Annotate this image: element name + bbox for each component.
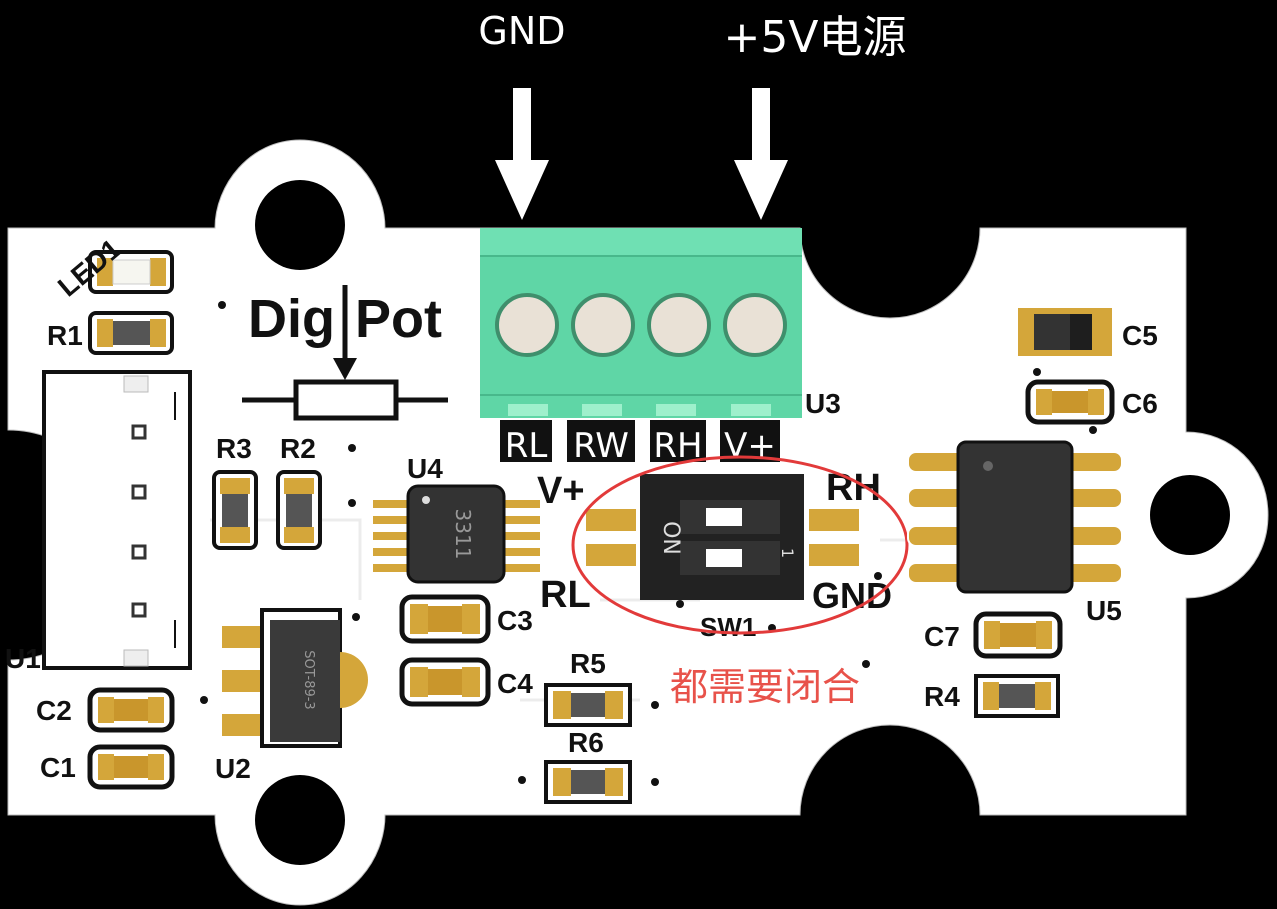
r4-component (974, 674, 1060, 718)
refdes-u3: U3 (805, 388, 841, 419)
mounting-hole-right (1150, 475, 1230, 555)
r5-component (544, 683, 632, 727)
refdes-u5: U5 (1086, 595, 1122, 626)
terminal-pin-vplus: V+ (724, 426, 776, 466)
refdes-r2: R2 (280, 433, 316, 464)
terminal-screw-2 (571, 293, 635, 357)
refdes-r5: R5 (570, 648, 606, 679)
terminal-screw-4 (723, 293, 787, 357)
mounting-hole-bottom-left (255, 775, 345, 865)
r1-component (88, 311, 174, 355)
refdes-c4: C4 (497, 668, 533, 699)
regulator-u2: SOT-89-3 (222, 608, 368, 748)
refdes-r3: R3 (216, 433, 252, 464)
terminal-pin-labels: RL RW RH V+ (500, 420, 780, 466)
gnd-arrow (495, 88, 549, 220)
c7-component (973, 611, 1063, 659)
refdes-u1: U1 (5, 643, 41, 674)
power-arrow (734, 88, 788, 220)
terminal-block-u3 (480, 228, 802, 418)
c1-component (87, 744, 175, 790)
logo-text-pot: Pot (355, 289, 442, 349)
connector-u1 (42, 370, 192, 670)
r2-component (276, 470, 322, 550)
refdes-c7: C7 (924, 621, 960, 652)
terminal-pin-rl: RL (505, 426, 548, 466)
refdes-u4: U4 (407, 453, 443, 484)
refdes-c6: C6 (1122, 388, 1158, 419)
switch-note: 都需要闭合 (670, 665, 860, 709)
dip-switch-toggle-2 (706, 549, 742, 567)
switch-label-rl: RL (540, 574, 591, 616)
refdes-u2: U2 (215, 753, 251, 784)
refdes-r6: R6 (568, 727, 604, 758)
dip-switch-on-label: ON (658, 521, 683, 555)
refdes-sw1: SW1 (700, 612, 756, 642)
c6-component (1025, 379, 1115, 425)
terminal-pin-rw: RW (573, 426, 629, 466)
u4-chip-marking: 3311 (451, 509, 475, 560)
dip-switch-toggle-1 (706, 508, 742, 526)
ic-u5 (907, 440, 1123, 594)
dip-switch-one-label: 1 (778, 548, 797, 558)
switch-label-vplus: V+ (537, 470, 585, 512)
led1-component (88, 250, 174, 294)
ic-u4: 3311 (373, 484, 540, 584)
terminal-screw-3 (647, 293, 711, 357)
c3-component (399, 594, 491, 644)
refdes-c3: C3 (497, 605, 533, 636)
highlight-circle (571, 455, 909, 635)
refdes-r1: R1 (47, 320, 83, 351)
logo-text-dig: Dig (248, 289, 335, 349)
r3-component (212, 470, 258, 550)
refdes-r4: R4 (924, 681, 960, 712)
u2-chip-marking: SOT-89-3 (301, 650, 316, 709)
c2-component (87, 687, 175, 733)
refdes-c1: C1 (40, 752, 76, 783)
dip-switch-sw1: ON 1 (584, 474, 861, 632)
c4-component (399, 657, 491, 707)
gnd-arrow-label: GND (478, 9, 565, 53)
power-arrow-label: +5V电源 (724, 12, 907, 63)
refdes-c5: C5 (1122, 320, 1158, 351)
c5-component (1018, 308, 1112, 356)
r6-component (544, 760, 632, 804)
mounting-hole-top-left (255, 180, 345, 270)
digpot-logo: Dig Pot (218, 285, 448, 421)
refdes-c2: C2 (36, 695, 72, 726)
terminal-screw-1 (495, 293, 559, 357)
